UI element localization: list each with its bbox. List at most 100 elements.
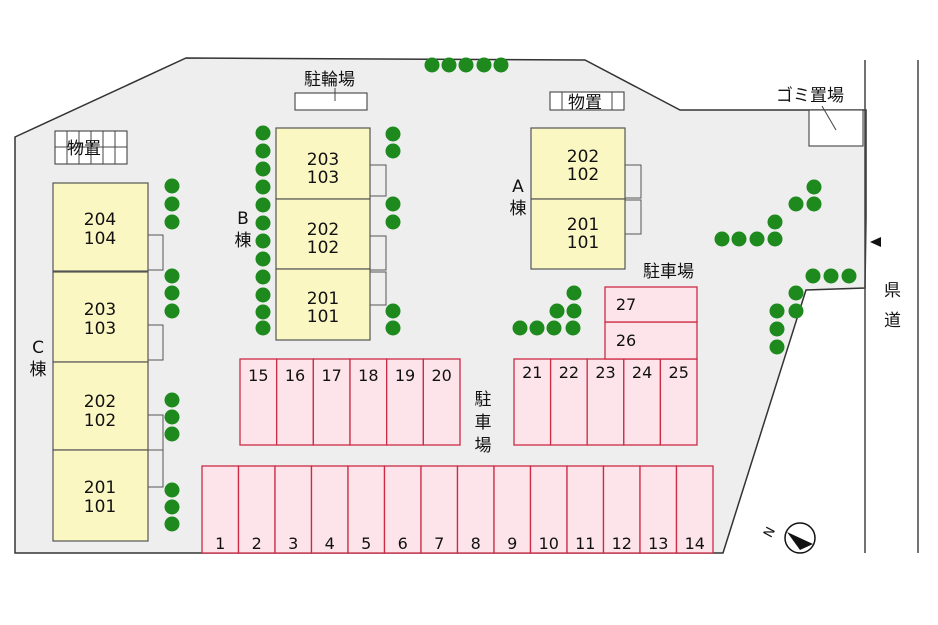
parking-space [274,465,313,554]
storage-left-label: 物置 [67,139,101,159]
tree-icon [806,179,822,195]
tree-icon [164,409,180,425]
parking-space [422,358,461,446]
tree-icon [441,57,457,73]
tree-icon [255,269,271,285]
parking-space-number: 7 [434,534,444,553]
storage-shed-right [549,91,625,111]
tree-icon [749,231,765,247]
parking-space [659,358,698,446]
parking-space-number: 14 [685,534,705,553]
parking-space [586,358,625,446]
parking-space [237,465,276,554]
unit-b1-bottom: 103 [307,168,339,188]
parking-space-number: 5 [361,534,371,553]
tree-icon [424,57,440,73]
parking-space-number: 21 [522,363,542,382]
tree-icon [385,126,401,142]
garbage-area [808,109,864,147]
tree-icon [714,231,730,247]
parking-label-center-2: 車 [475,413,492,433]
unit-a1-bottom: 102 [567,165,599,185]
building-c-label-top: C [32,338,44,358]
unit-c2-top: 203 [84,300,116,320]
unit-b3-top: 201 [307,289,339,309]
parking-space [513,358,552,446]
tree-icon [769,321,785,337]
parking-space [347,465,386,554]
tree-icon [164,426,180,442]
tree-icon [255,125,271,141]
tree-icon [164,268,180,284]
parking-space [349,358,388,446]
storage-right-label: 物置 [568,93,602,113]
parking-space-number: 12 [612,534,632,553]
parking-space-number: 4 [325,534,335,553]
tree-icon [255,287,271,303]
unit-b3-bottom: 101 [307,307,339,327]
parking-space [566,465,605,554]
parking-space [639,465,678,554]
tree-icon [565,320,581,336]
tree-icon [767,214,783,230]
tree-icon [164,214,180,230]
parking-space [602,465,641,554]
parking-space [383,465,422,554]
parking-space-number: 6 [398,534,408,553]
road-label-2: 道 [884,311,901,331]
tree-icon [255,161,271,177]
tree-icon [549,303,565,319]
tree-icon [255,251,271,267]
tree-icon [767,231,783,247]
entrance-arrow-icon [870,237,881,247]
parking-space-number: 13 [648,534,668,553]
parking-space-number: 8 [471,534,481,553]
tree-icon [164,303,180,319]
parking-space-number: 19 [395,366,415,385]
garbage-pointer [821,105,837,131]
parking-space-number: 9 [507,534,517,553]
road-label-1: 県 [884,281,901,301]
parking-space-number: 17 [321,366,341,385]
parking-space [604,286,698,323]
unit-c4-bottom: 101 [84,497,116,517]
parking-space [493,465,532,554]
parking-space [456,465,495,554]
tree-icon [164,285,180,301]
parking-space [312,358,351,446]
building-a-label-bottom: 棟 [510,199,527,219]
unit-c1-bottom: 104 [84,229,116,249]
tree-icon [476,57,492,73]
tree-icon [769,303,785,319]
parking-space-number: 11 [575,534,595,553]
tree-icon [788,303,804,319]
unit-b1-top: 203 [307,150,339,170]
bicycle-parking [294,92,368,111]
tree-icon [385,196,401,212]
building-b-label-top: B [237,209,249,229]
unit-c3-bottom: 102 [84,411,116,431]
parking-label-center-3: 場 [475,436,492,456]
parking-space [201,465,240,554]
parking-space-number: 10 [539,534,559,553]
unit-a2-bottom: 101 [567,233,599,253]
unit-b2-top: 202 [307,220,339,240]
parking-space-number: 27 [616,295,636,314]
unit-b2-bottom: 102 [307,238,339,258]
unit-c3-top: 202 [84,392,116,412]
parking-space-number: 18 [358,366,378,385]
storage-shed-left [54,130,128,165]
tree-group [164,57,857,532]
tree-icon [566,303,582,319]
building-c-label-bottom: 棟 [30,360,47,380]
tree-icon [512,320,528,336]
parking-space-number: 16 [285,366,305,385]
tree-icon [566,285,582,301]
tree-icon [255,215,271,231]
tree-icon [255,304,271,320]
tree-icon [255,233,271,249]
tree-icon [529,320,545,336]
tree-icon [255,179,271,195]
building-b-label-bottom: 棟 [235,231,252,251]
